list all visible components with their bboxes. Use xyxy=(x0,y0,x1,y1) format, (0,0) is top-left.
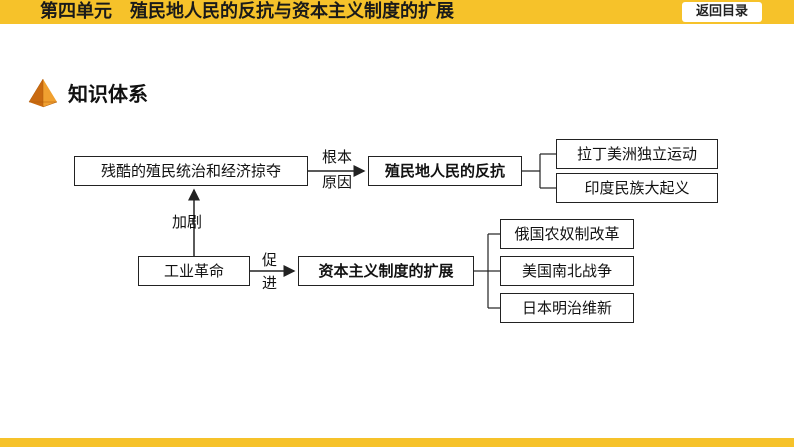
box-latin-america: 拉丁美洲独立运动 xyxy=(556,139,718,169)
box-us-civil-war: 美国南北战争 xyxy=(500,256,634,286)
box-colonial-rule: 残酷的殖民统治和经济掠夺 xyxy=(74,156,308,186)
box-india-uprising: 印度民族大起义 xyxy=(556,173,718,203)
box-russia-reform: 俄国农奴制改革 xyxy=(500,219,634,249)
footer-bar xyxy=(0,438,794,447)
edge-label-promote-2: 进 xyxy=(262,274,278,292)
box-meiji-restoration: 日本明治维新 xyxy=(500,293,634,323)
page-title: 第四单元 殖民地人民的反抗与资本主义制度的扩展 xyxy=(40,1,454,22)
edge-label-aggravate: 加剧 xyxy=(172,213,203,231)
edge-label-root-2: 原因 xyxy=(322,173,353,191)
box-colonial-resistance: 殖民地人民的反抗 xyxy=(368,156,522,186)
return-to-contents-button[interactable]: 返回目录 xyxy=(682,2,762,22)
section-title: 知识体系 xyxy=(68,82,148,106)
pyramid-icon xyxy=(28,78,58,108)
header-bar xyxy=(0,0,794,24)
box-industrial-revolution: 工业革命 xyxy=(138,256,250,286)
box-capitalism-expansion: 资本主义制度的扩展 xyxy=(298,256,474,286)
edge-label-root-1: 根本 xyxy=(322,148,353,166)
edge-label-promote-1: 促 xyxy=(262,251,278,269)
